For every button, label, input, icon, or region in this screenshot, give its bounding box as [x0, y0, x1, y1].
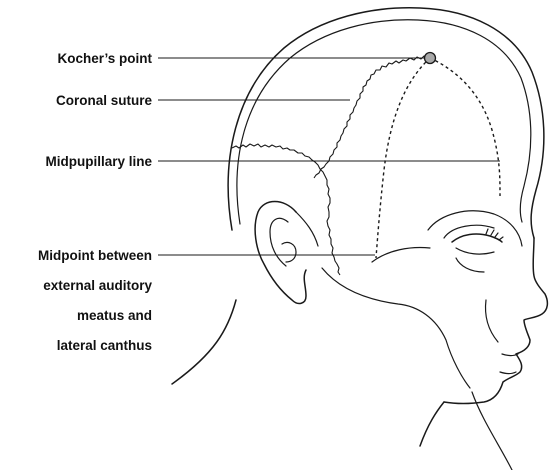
label-midpoint-line-1: Midpoint between — [38, 248, 152, 263]
label-coronal-suture: Coronal suture — [56, 93, 153, 108]
ear — [255, 202, 318, 304]
midpoint-dashed-line — [376, 58, 430, 258]
label-midpoint-line-4: lateral canthus — [57, 338, 152, 353]
eye-and-brow — [372, 211, 522, 374]
midpupillary-dashed-line — [430, 58, 500, 196]
label-midpupillary-line: Midpupillary line — [45, 154, 152, 169]
label-midpoint-line-3: meatus and — [77, 308, 152, 323]
head-outline — [172, 8, 547, 470]
label-midpoint-line-2: external auditory — [43, 278, 152, 293]
coronal-suture — [314, 56, 428, 178]
skull-sutures — [232, 56, 428, 275]
kochers-point-marker — [425, 53, 436, 64]
label-kochers-point: Kocher’s point — [57, 51, 152, 66]
